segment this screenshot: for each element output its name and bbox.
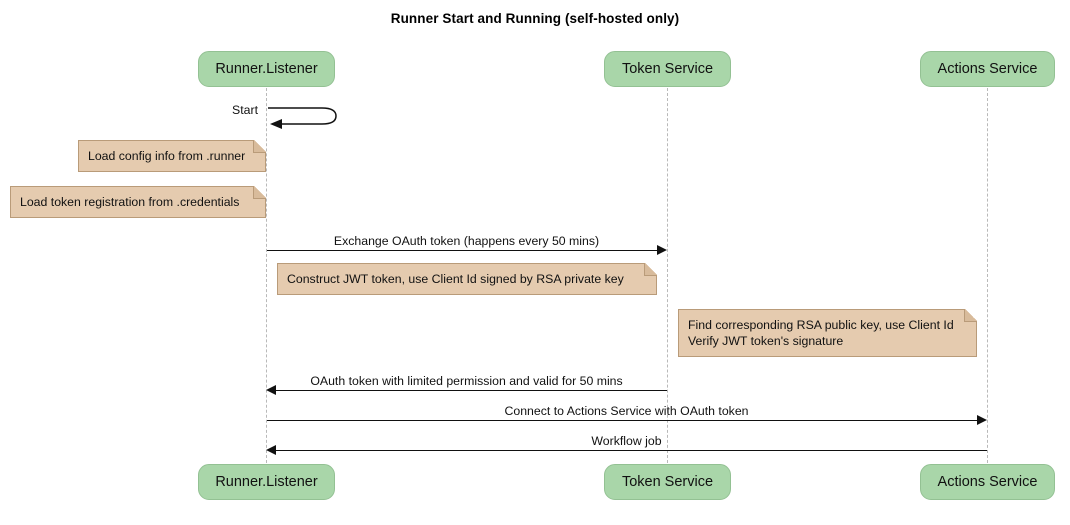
message-line-workflow-job[interactable] — [276, 450, 987, 451]
participant-actions-service-top[interactable]: Actions Service — [920, 51, 1055, 87]
note-text-line-1: Find corresponding RSA public key, use C… — [688, 318, 954, 332]
note-verify-jwt-token: Find corresponding RSA public key, use C… — [678, 309, 977, 357]
participant-label: Actions Service — [937, 61, 1038, 77]
note-text: Load config info from .runner — [88, 149, 246, 163]
note-load-config-info: Load config info from .runner — [78, 140, 266, 172]
lifeline-token — [667, 88, 668, 463]
arrowhead-left-icon — [266, 445, 276, 455]
message-label-workflow-job: Workflow job — [591, 434, 662, 448]
arrowhead-right-icon — [977, 415, 987, 425]
note-text: Load token registration from .credential… — [20, 195, 240, 209]
participant-runner-listener-bottom[interactable]: Runner.Listener — [198, 464, 335, 500]
message-label-connect-to-actions-service: Connect to Actions Service with OAuth to… — [504, 404, 749, 418]
participant-actions-service-bottom[interactable]: Actions Service — [920, 464, 1055, 500]
participant-label: Token Service — [621, 474, 714, 490]
participant-label: Runner.Listener — [215, 474, 318, 490]
note-text-line-2: Verify JWT token's signature — [688, 334, 844, 348]
arrowhead-right-icon — [657, 245, 667, 255]
participant-token-service-top[interactable]: Token Service — [604, 51, 731, 87]
note-fold-icon — [644, 263, 657, 276]
message-line-exchange-oauth-token[interactable] — [267, 250, 657, 251]
message-label-exchange-oauth-token: Exchange OAuth token (happens every 50 m… — [333, 234, 600, 248]
note-fold-icon — [253, 140, 266, 153]
participant-label: Token Service — [621, 61, 714, 77]
message-line-connect-to-actions-service[interactable] — [267, 420, 977, 421]
note-construct-jwt-token: Construct JWT token, use Client Id signe… — [277, 263, 657, 295]
note-fold-icon — [253, 186, 266, 199]
arrowhead-left-icon — [266, 385, 276, 395]
lifeline-actions — [987, 88, 988, 463]
note-fold-icon — [964, 309, 977, 322]
participant-label: Runner.Listener — [215, 61, 318, 77]
participant-token-service-bottom[interactable]: Token Service — [604, 464, 731, 500]
message-label-start: Start — [232, 103, 258, 117]
participant-label: Actions Service — [937, 474, 1038, 490]
self-message-start[interactable] — [266, 103, 346, 131]
lifeline-runner — [266, 88, 267, 463]
note-text: Construct JWT token, use Client Id signe… — [287, 272, 624, 286]
participant-runner-listener-top[interactable]: Runner.Listener — [198, 51, 335, 87]
note-load-token-registration: Load token registration from .credential… — [10, 186, 266, 218]
message-label-oauth-token-returned: OAuth token with limited permission and … — [310, 374, 623, 388]
diagram-title: Runner Start and Running (self-hosted on… — [390, 11, 680, 26]
message-line-oauth-token-returned[interactable] — [276, 390, 667, 391]
